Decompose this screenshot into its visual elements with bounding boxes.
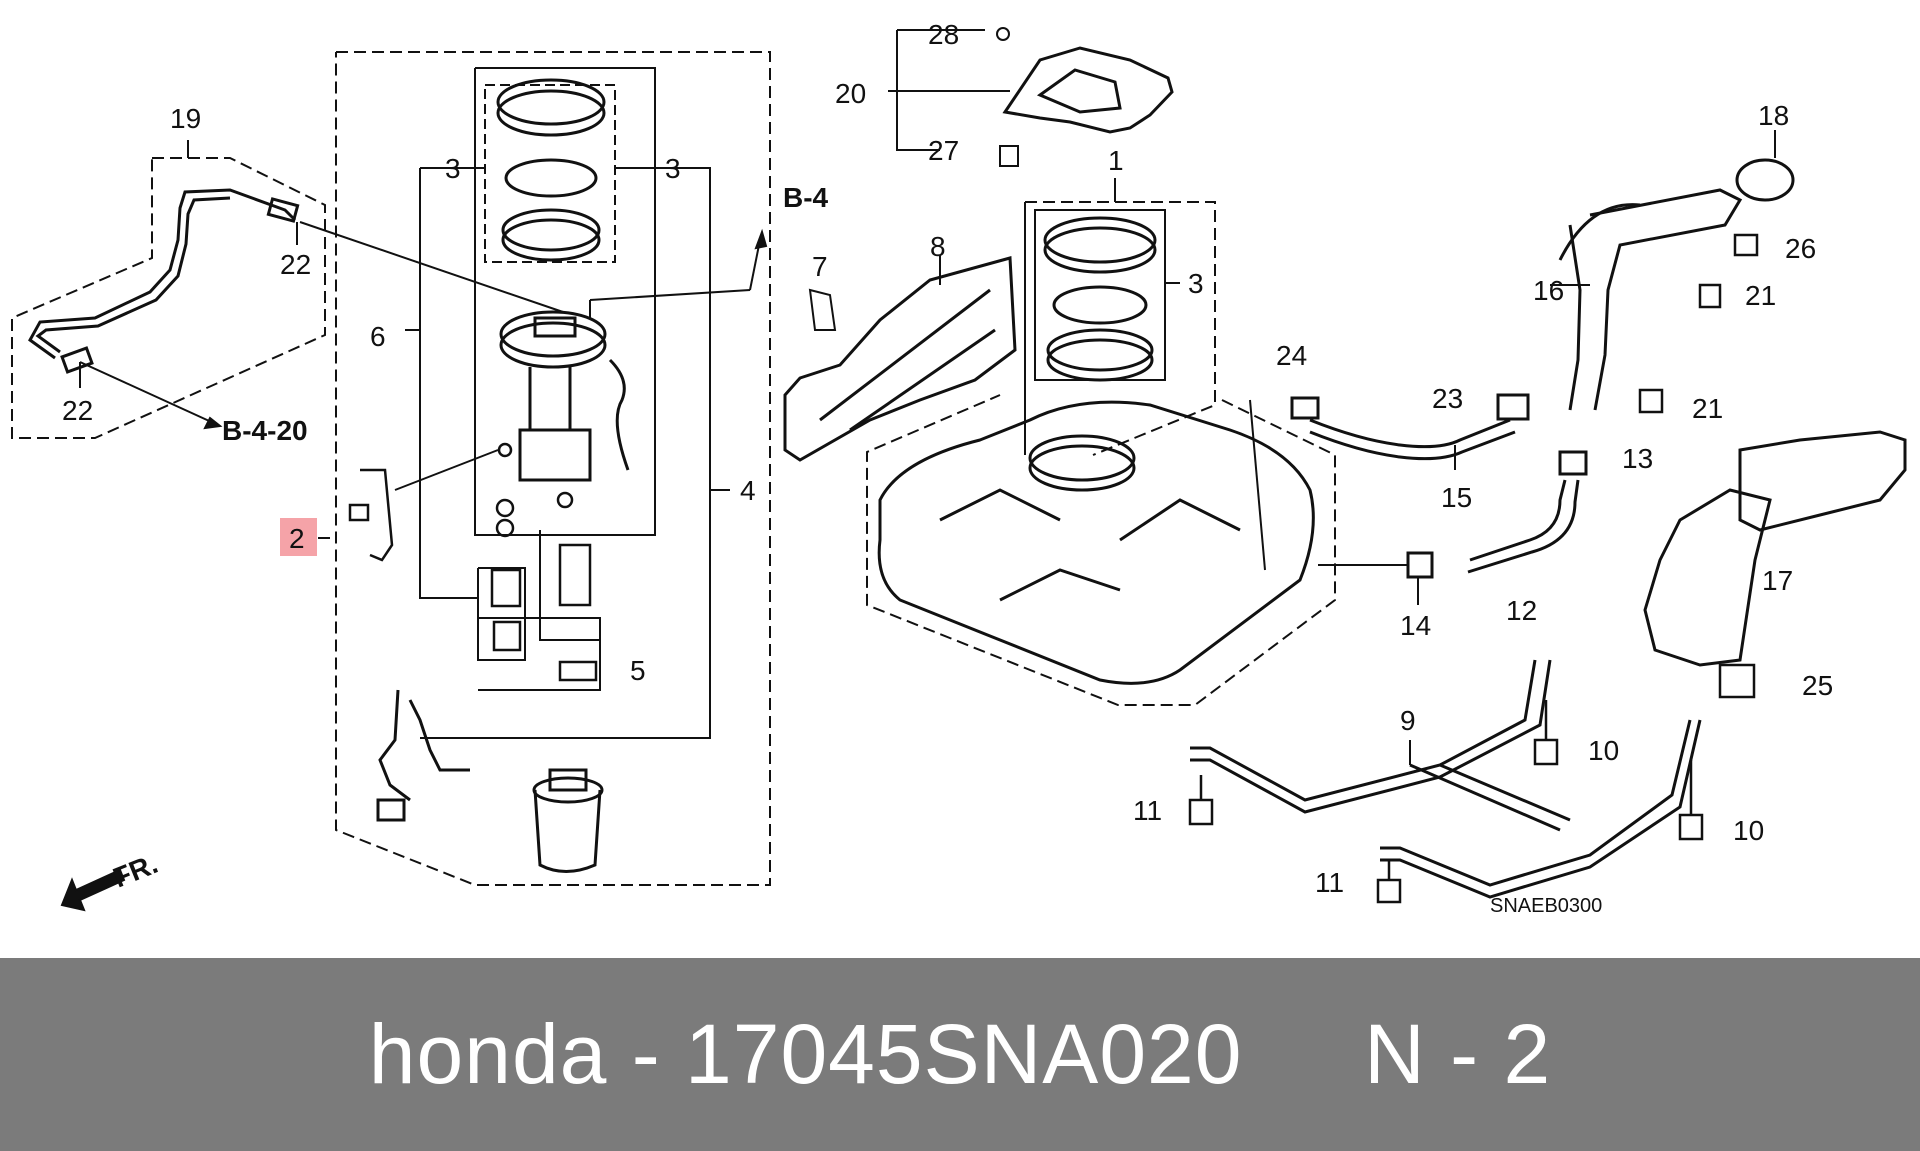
tank-cover-icon [1002, 46, 1174, 134]
callout-7: 7 [812, 251, 828, 282]
canister-icon [1643, 430, 1907, 667]
fuel-cap-icon [1735, 158, 1795, 202]
callout-25: 25 [1802, 670, 1833, 701]
strap-bolt-icon [1188, 700, 1704, 904]
callout-10: 10 [1733, 815, 1764, 846]
leader-22-to-b420 [79, 361, 219, 426]
ref-b4: B-4 [783, 182, 829, 213]
pump-module-box [335, 51, 771, 886]
filler-neck-icon [1558, 188, 1743, 411]
callout-13: 13 [1622, 443, 1653, 474]
callout-10: 10 [1588, 735, 1619, 766]
nut-25-icon [1718, 663, 1756, 699]
caption-bar: honda - 17045SNA020 N - 2 [0, 958, 1920, 1151]
callout-14: 14 [1400, 610, 1431, 641]
fuel-tank-box [866, 394, 1336, 706]
callout-16: 16 [1533, 275, 1564, 306]
part-number-caption: honda - 17045SNA020 N - 2 [368, 1007, 1552, 1101]
callout-22: 22 [280, 249, 311, 280]
tank-strap-icon [1190, 659, 1702, 899]
callout-2: 2 [289, 523, 305, 554]
clip-27-icon [999, 145, 1019, 167]
callout-22: 22 [62, 395, 93, 426]
vapor-hose-icon [28, 188, 300, 374]
clip-28-icon [996, 27, 1010, 41]
callout-12: 12 [1506, 595, 1537, 626]
clip-7-icon [808, 288, 837, 331]
callout-3: 3 [445, 153, 461, 184]
pump-sub-box [474, 67, 656, 536]
callout-23: 23 [1432, 383, 1463, 414]
fuel-tank-icon [877, 400, 1315, 685]
vapor-hose-group-box [11, 140, 326, 439]
leader-19-to-pump [299, 221, 564, 313]
arrow-b420-icon [203, 416, 223, 430]
lock-ring-icon [496, 78, 606, 262]
callout-5: 5 [630, 655, 646, 686]
callout-11: 11 [1133, 795, 1162, 826]
highlight-box [280, 518, 317, 556]
callout-27: 27 [928, 135, 959, 166]
callout-3: 3 [665, 153, 681, 184]
heat-shield-icon [783, 256, 1017, 462]
callout-21: 21 [1692, 393, 1723, 424]
callout-8: 8 [930, 231, 946, 262]
callout-21: 21 [1745, 280, 1776, 311]
callout-9: 9 [1400, 705, 1416, 736]
parts-diagram: 19 22 22 3 3 3 6 2 4 5 28 20 27 1 7 8 18… [11, 19, 1907, 917]
bolt-icon [1638, 233, 1759, 414]
fuel-filter-icon [532, 768, 604, 873]
front-label: FR. [109, 848, 162, 894]
ref-b420: B-4-20 [222, 415, 308, 446]
callout-26: 26 [1785, 233, 1816, 264]
callout-24: 24 [1276, 340, 1307, 371]
diagram-canvas: 19 22 22 3 3 3 6 2 4 5 28 20 27 1 7 8 18… [11, 19, 1907, 917]
callout-19: 19 [170, 103, 201, 134]
callout-4: 4 [740, 475, 756, 506]
diagram-code: SNAEB0300 [1490, 895, 1602, 917]
callout-3: 3 [1188, 268, 1204, 299]
callout-1: 1 [1108, 145, 1124, 176]
small-parts-icon [348, 442, 598, 682]
callout-6: 6 [370, 321, 386, 352]
callouts: 19 22 22 3 3 3 6 2 4 5 28 20 27 1 7 8 18… [62, 19, 1833, 917]
callout-28: 28 [928, 19, 959, 50]
ring-set-icon [1043, 216, 1157, 382]
hose-icon [1290, 393, 1588, 579]
callout-11: 11 [1315, 867, 1344, 898]
harness-icon [376, 689, 470, 822]
fuel-pump-flange-icon [499, 310, 630, 482]
callout-20: 20 [835, 78, 866, 109]
front-arrow-icon [60, 868, 126, 912]
callout-18: 18 [1758, 100, 1789, 131]
callout-17: 17 [1762, 565, 1793, 596]
arrow-b4-icon [754, 228, 768, 250]
callout-15: 15 [1441, 482, 1472, 513]
